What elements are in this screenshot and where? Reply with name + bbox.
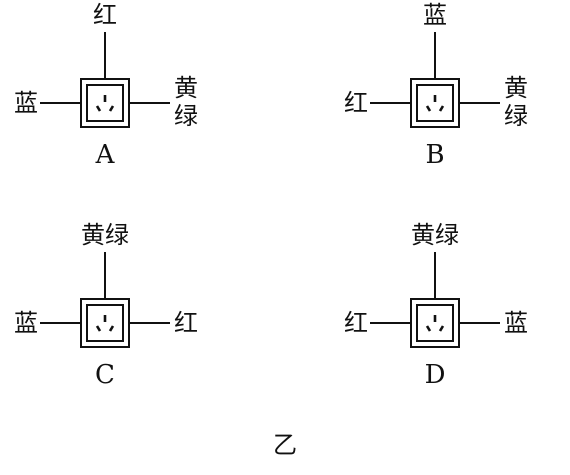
panel-b: 蓝 红 黄绿 B — [330, 0, 570, 200]
panel-c: 黄绿 蓝 红 C — [0, 220, 240, 420]
right-wire — [460, 102, 500, 104]
right-wire — [460, 322, 500, 324]
right-wire — [130, 322, 170, 324]
top-wire-label: 黄绿 — [81, 221, 129, 249]
option-letter: C — [95, 360, 115, 390]
figure-caption: 乙 — [273, 431, 297, 459]
left-wire-label: 红 — [344, 309, 368, 337]
option-letter: D — [424, 360, 446, 390]
panel-a: 红 蓝 黄绿 A — [0, 0, 240, 200]
three-pin-socket-icon — [410, 298, 460, 348]
option-letter: B — [425, 140, 445, 170]
three-pin-socket-icon — [80, 298, 130, 348]
option-letter: A — [95, 140, 115, 170]
right-wire-label: 黄绿 — [174, 74, 198, 130]
top-wire — [104, 252, 106, 298]
top-wire-label: 红 — [93, 1, 117, 29]
left-wire-label: 红 — [344, 89, 368, 117]
left-wire — [370, 322, 410, 324]
three-pin-socket-icon — [80, 78, 130, 128]
three-pin-socket-icon — [410, 78, 460, 128]
top-wire-label: 黄绿 — [411, 221, 459, 249]
top-wire — [104, 32, 106, 78]
left-wire-label: 蓝 — [14, 89, 38, 117]
right-wire — [130, 102, 170, 104]
left-wire — [40, 322, 80, 324]
left-wire — [370, 102, 410, 104]
top-wire — [434, 32, 436, 78]
panel-d: 黄绿 红 蓝 D — [330, 220, 570, 420]
top-wire — [434, 252, 436, 298]
right-wire-label: 蓝 — [504, 309, 528, 337]
right-wire-label: 红 — [174, 309, 198, 337]
top-wire-label: 蓝 — [423, 1, 447, 29]
left-wire — [40, 102, 80, 104]
right-wire-label: 黄绿 — [504, 74, 528, 130]
left-wire-label: 蓝 — [14, 309, 38, 337]
